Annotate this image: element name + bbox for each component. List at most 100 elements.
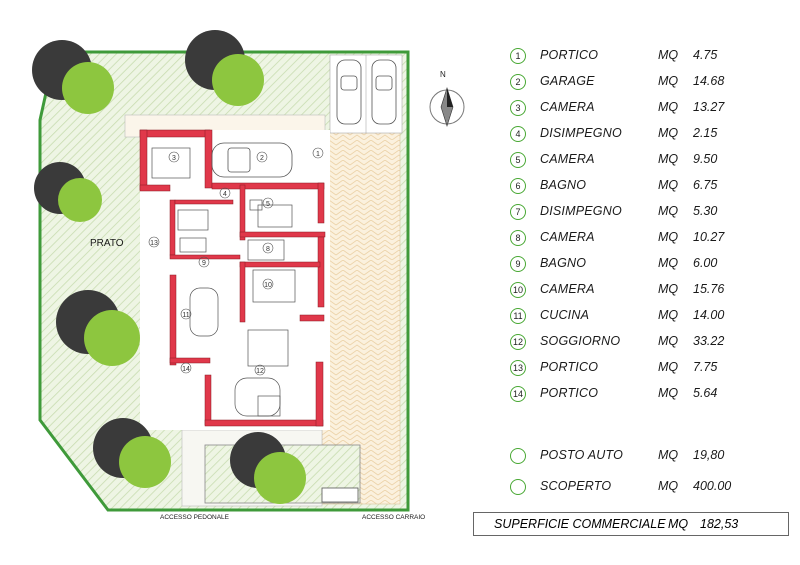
room-unit: MQ [658, 308, 679, 322]
svg-text:9: 9 [202, 260, 206, 267]
legend-row-extra: SCOPERTO MQ 400.00 [505, 477, 795, 499]
room-name: BAGNO [540, 256, 587, 270]
svg-text:2: 2 [260, 155, 264, 162]
svg-text:1: 1 [316, 151, 320, 158]
accesso-carraio-label: ACCESSO CARRAIO [362, 514, 425, 521]
room-area: 15.76 [693, 282, 725, 296]
room-number: 8 [510, 230, 526, 246]
legend-row: 11 CUCINA MQ 14.00 [505, 306, 795, 328]
extra-name: POSTO AUTO [540, 448, 624, 462]
garage-car-icon [211, 142, 293, 178]
svg-text:10: 10 [264, 282, 272, 289]
svg-text:11: 11 [182, 312, 189, 319]
room-name: CAMERA [540, 282, 595, 296]
room-name: PORTICO [540, 360, 599, 374]
room-name: DISIMPEGNO [540, 204, 622, 218]
room-number: 12 [510, 334, 526, 350]
total-label: SUPERFICIE COMMERCIALE [494, 517, 666, 531]
room-unit: MQ [658, 178, 679, 192]
accesso-pedonale-label: ACCESSO PEDONALE [160, 514, 230, 521]
svg-text:8: 8 [266, 246, 270, 253]
room-number: 2 [510, 74, 526, 90]
room-number: 5 [510, 152, 526, 168]
room-unit: MQ [658, 48, 679, 62]
house-footprint [140, 130, 330, 430]
room-unit: MQ [658, 256, 679, 270]
room-name: PORTICO [540, 386, 599, 400]
svg-text:5: 5 [266, 201, 270, 208]
room-markers: 2 3 4 5 8 9 10 11 12 13 14 1 [148, 147, 324, 376]
furniture [151, 147, 296, 417]
room-unit: MQ [658, 74, 679, 88]
room-area: 6.75 [693, 178, 718, 192]
prato-label: PRATO [90, 238, 124, 249]
room-area: 7.75 [693, 360, 718, 374]
extra-unit: MQ [658, 448, 679, 462]
room-area: 14.68 [693, 74, 725, 88]
total-unit: MQ [668, 517, 689, 531]
room-area: 14.00 [693, 308, 725, 322]
legend-row: 10 CAMERA MQ 15.76 [505, 280, 795, 302]
svg-text:4: 4 [223, 191, 227, 198]
room-number: 1 [510, 48, 526, 64]
room-number: 13 [510, 360, 526, 376]
tree-icon [32, 30, 306, 504]
room-unit: MQ [658, 126, 679, 140]
room-unit: MQ [658, 386, 679, 400]
svg-text:14: 14 [182, 366, 190, 373]
room-area: 4.75 [693, 48, 718, 62]
extra-area: 400.00 [693, 479, 732, 493]
room-number: 11 [510, 308, 526, 324]
room-unit: MQ [658, 282, 679, 296]
room-number: 7 [510, 204, 526, 220]
total-area-box: SUPERFICIE COMMERCIALE MQ 182,53 [473, 512, 789, 536]
room-number: 14 [510, 386, 526, 402]
room-unit: MQ [658, 334, 679, 348]
room-number: 3 [510, 100, 526, 116]
total-value: 182,53 [700, 517, 739, 531]
room-area: 5.30 [693, 204, 718, 218]
legend-row-extra: POSTO AUTO MQ 19,80 [505, 446, 795, 468]
legend-row: 3 CAMERA MQ 13.27 [505, 98, 795, 120]
room-name: GARAGE [540, 74, 595, 88]
room-unit: MQ [658, 152, 679, 166]
room-name: PORTICO [540, 48, 599, 62]
legend-row: 6 BAGNO MQ 6.75 [505, 176, 795, 198]
legend-row: 1 PORTICO MQ 4.75 [505, 46, 795, 68]
room-name: BAGNO [540, 178, 587, 192]
extra-area: 19,80 [693, 448, 725, 462]
driveway [321, 131, 401, 505]
floor-plan: 2 3 4 5 8 9 10 11 12 13 14 1 N PRATO ACC… [32, 30, 465, 521]
room-unit: MQ [658, 100, 679, 114]
extra-name: SCOPERTO [540, 479, 612, 493]
room-name: SOGGIORNO [540, 334, 621, 348]
svg-text:12: 12 [256, 368, 264, 375]
room-name: CUCINA [540, 308, 590, 322]
extra-marker-icon [510, 448, 526, 464]
room-area: 13.27 [693, 100, 725, 114]
room-unit: MQ [658, 230, 679, 244]
room-name: CAMERA [540, 152, 595, 166]
room-number: 9 [510, 256, 526, 272]
svg-text:13: 13 [150, 240, 158, 247]
car-icon [336, 59, 397, 125]
room-number: 10 [510, 282, 526, 298]
extra-unit: MQ [658, 479, 679, 493]
room-number: 6 [510, 178, 526, 194]
legend-row: 5 CAMERA MQ 9.50 [505, 150, 795, 172]
north-arrow-icon: N [429, 70, 465, 127]
extra-marker-icon [510, 479, 526, 495]
room-area: 9.50 [693, 152, 718, 166]
legend-row: 2 GARAGE MQ 14.68 [505, 72, 795, 94]
room-name: CAMERA [540, 100, 595, 114]
room-area: 2.15 [693, 126, 718, 140]
room-name: CAMERA [540, 230, 595, 244]
room-number: 4 [510, 126, 526, 142]
svg-text:3: 3 [172, 155, 176, 162]
